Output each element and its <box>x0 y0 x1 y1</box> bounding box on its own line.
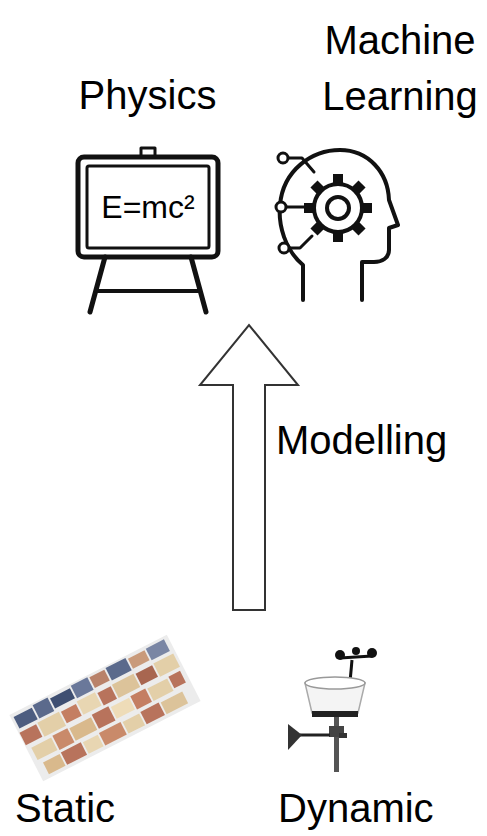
group-heading: Machine Learning <box>316 12 484 124</box>
physics-icon-group: PhysicsE=mc² <box>60 60 235 315</box>
dynamic-data-group: Dynamic <box>270 640 482 832</box>
ml-head-icon-part <box>288 158 314 172</box>
weather-station-picture-part <box>312 711 358 717</box>
weather-station-picture-part <box>288 724 302 750</box>
blackboard-icon-part <box>96 289 200 293</box>
city-model-picture-part <box>128 650 150 668</box>
city-model-picture <box>9 635 200 782</box>
static-data-group: Static <box>5 640 210 832</box>
picture-caption: Static <box>15 785 205 831</box>
city-model-picture-part <box>161 692 188 715</box>
city-model-picture-part <box>123 714 145 734</box>
city-model-picture-part <box>92 706 116 729</box>
weather-station-picture-part <box>305 677 365 689</box>
weather-station-picture-part <box>335 650 345 660</box>
ml-head-icon-part <box>276 202 286 212</box>
city-model-picture-part <box>147 678 173 701</box>
city-model-picture-part <box>97 686 117 705</box>
blackboard-icon-part <box>90 257 105 312</box>
ml-head-icon <box>276 150 398 300</box>
ml-head-icon-part-part <box>327 197 349 219</box>
ml-head-icon-part <box>286 206 306 209</box>
board-formula: E=mc² <box>83 187 213 227</box>
city-model-picture-part <box>130 689 152 710</box>
city-model-picture-part <box>50 688 75 708</box>
city-model-picture-part <box>61 704 82 723</box>
city-model-picture-part <box>111 698 135 719</box>
picture-caption: Dynamic <box>278 785 478 831</box>
weather-station-picture-part <box>367 648 377 658</box>
modelling-arrow <box>200 325 298 610</box>
city-model-picture-part <box>9 635 200 782</box>
group-heading: Physics <box>60 67 235 123</box>
ml-head-icon-part <box>279 243 289 253</box>
weather-station-picture-part <box>300 734 330 737</box>
city-model-picture-part <box>20 724 43 745</box>
city-model-picture-part <box>31 738 57 761</box>
city-model-picture-part <box>136 665 158 685</box>
city-model-picture-part <box>168 671 186 689</box>
city-model-picture-part <box>43 754 65 774</box>
weather-station-picture-part <box>352 647 360 655</box>
city-model-picture-part <box>83 735 104 754</box>
city-model-picture-part <box>77 692 102 715</box>
ml-head-icon-part <box>304 174 372 242</box>
city-model-picture-part <box>140 703 165 725</box>
weather-station-picture-part <box>339 733 347 738</box>
ml-head-icon-part <box>280 150 398 300</box>
city-model-picture-part <box>61 742 87 765</box>
city-model-picture-part <box>33 698 55 719</box>
ml-icon-group: Machine Learning <box>270 12 485 307</box>
ml-head-icon-part <box>289 236 312 248</box>
arrow-label: Modelling <box>276 412 481 468</box>
blackboard-icon-part <box>191 257 206 312</box>
weather-station-picture <box>288 647 377 772</box>
ml-head-icon-part-part <box>314 184 362 232</box>
blackboard-icon-part <box>78 157 218 257</box>
city-model-picture-part <box>99 722 127 745</box>
city-model-picture-part <box>89 670 109 688</box>
blackboard-icon <box>78 148 218 312</box>
ml-head-icon-part <box>278 153 288 163</box>
